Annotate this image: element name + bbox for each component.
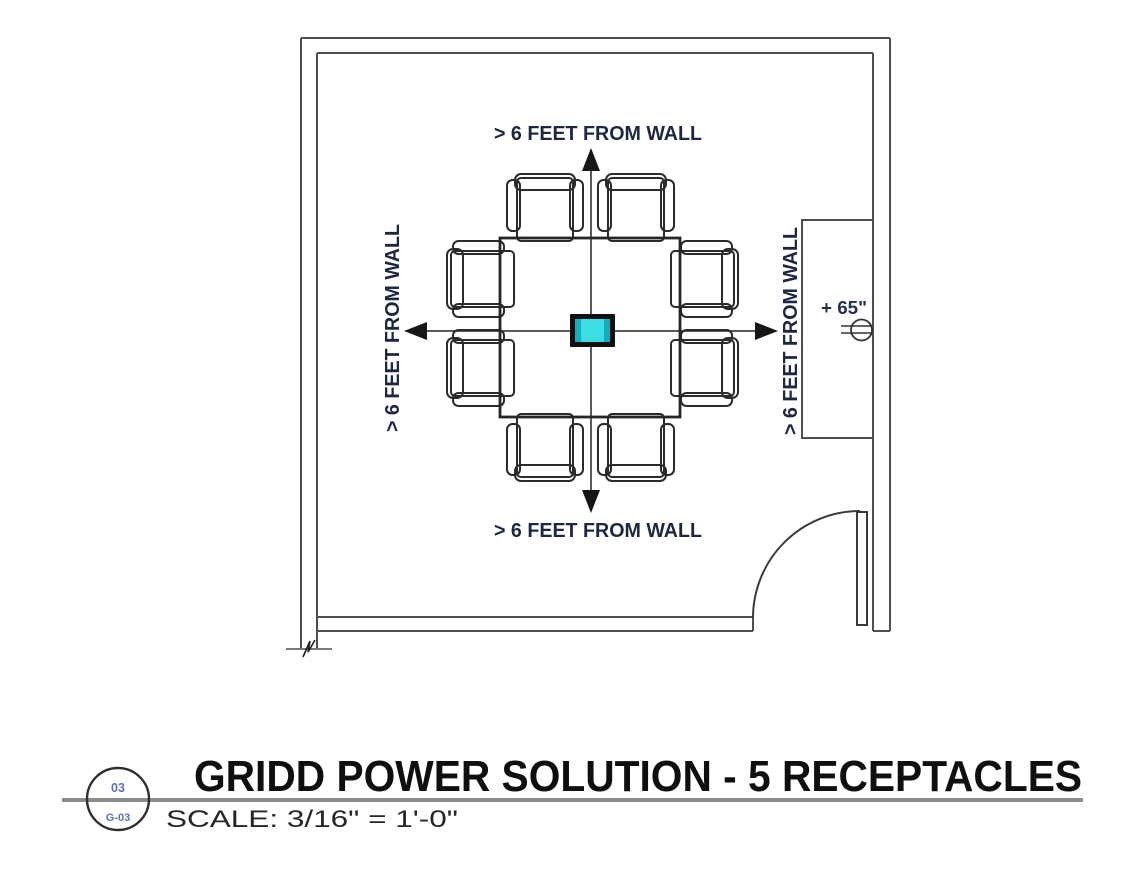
clearance-label-left: > 6 FEET FROM WALL [382,224,404,432]
clearance-label-bottom: > 6 FEET FROM WALL [494,520,702,542]
floor-receptacle-icon [570,314,615,347]
detail-bubble [85,766,151,832]
arrow-right-icon [755,322,778,340]
clearance-label-right: > 6 FEET FROM WALL [780,227,802,435]
chair-bottom-left [506,413,584,482]
mount-height-label: + 65" [821,298,867,318]
arrow-down-icon [582,490,600,513]
chair-top-right [597,173,675,242]
drawing-title: GRIDD POWER SOLUTION - 5 RECEPTACLES [194,752,1082,801]
title-block: 03 G-03 GRIDD POWER SOLUTION - 5 RECEPTA… [62,752,1083,833]
title-divider-line [62,798,1083,802]
chair-left-upper [446,240,515,318]
conference-table [498,236,682,419]
door-leaf [856,511,868,626]
arrow-up-icon [582,148,600,171]
wall-receptacle-symbol [841,318,873,342]
wall-break-symbol [286,639,332,658]
receptacle-circle-icon [850,318,873,342]
chair-top-left [506,173,584,242]
chair-bottom-right [597,413,675,482]
sheet-reference: G-03 [106,812,130,824]
door [752,510,868,626]
arrow-left-icon [404,322,427,340]
drawing-scale: SCALE: 3/16" = 1'-0" [166,806,458,833]
clearance-label-top: > 6 FEET FROM WALL [494,123,702,145]
door-swing-arc [752,510,861,619]
chair-left-lower [446,329,515,407]
detail-number: 03 [111,781,125,795]
credenza [801,219,874,439]
